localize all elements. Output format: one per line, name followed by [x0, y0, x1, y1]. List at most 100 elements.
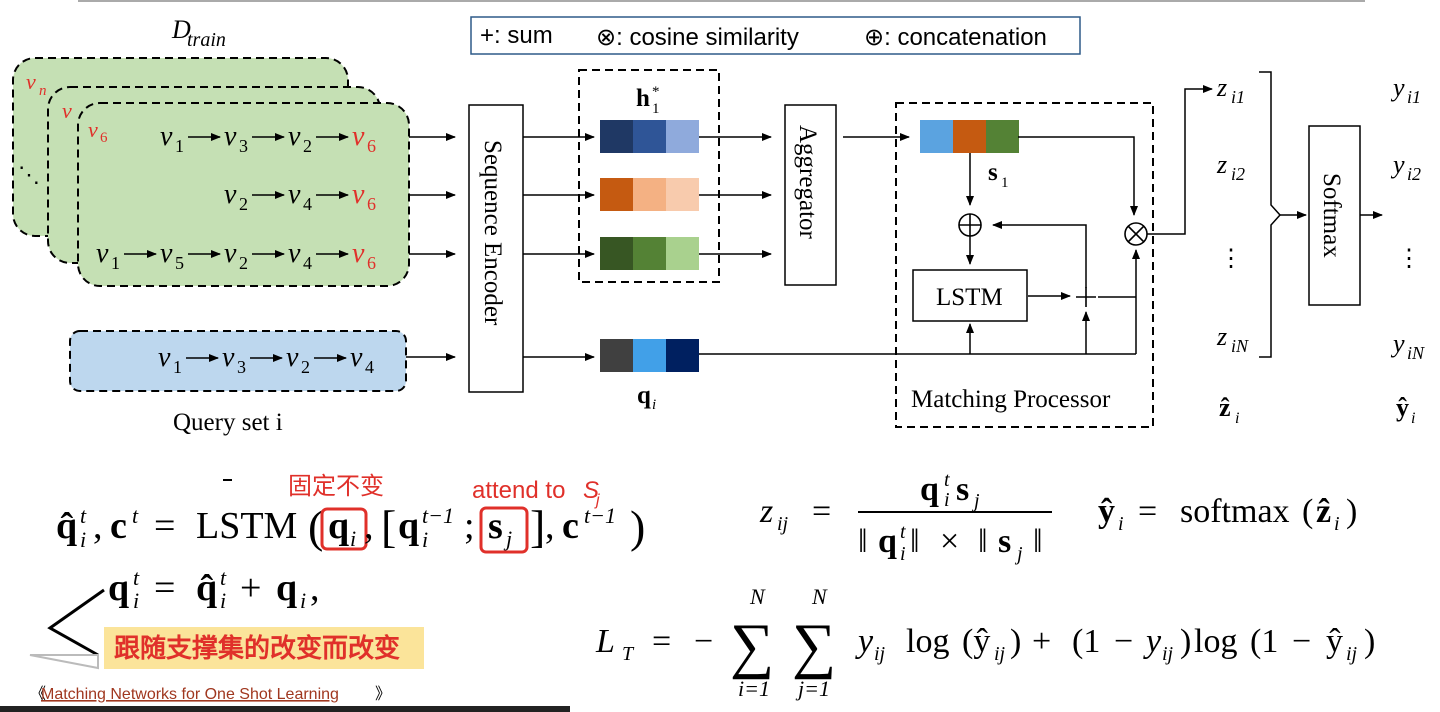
bottom-bar: [0, 706, 570, 712]
callout-pointer: [29, 588, 105, 670]
matching-processor-label: Matching Processor: [911, 386, 1111, 413]
y-vec-base: ŷ: [1396, 393, 1409, 422]
q-label: q i: [637, 382, 656, 413]
fixed-highlight-box: [320, 507, 368, 551]
svg-text:,: ,: [93, 505, 103, 547]
svg-text:ẑ: ẑ: [1316, 493, 1331, 530]
s1-vec-cell-2: [986, 120, 1019, 153]
svg-text:;: ;: [464, 505, 475, 547]
annotation-attend: attend to S j: [472, 477, 600, 509]
s1-vec-cell-0: [920, 120, 953, 153]
svg-text:ij: ij: [1346, 643, 1358, 665]
h1-base: h: [636, 85, 650, 112]
svg-text:t: t: [132, 503, 139, 528]
z-equation: z ij = q t i s j ‖ q t i ‖ × ‖ s j ‖: [759, 469, 1052, 565]
svg-text:ij: ij: [1162, 643, 1174, 665]
matching-processor-box: [895, 102, 1154, 428]
back-ellipsis: ⋱: [18, 162, 40, 187]
z-eq-lhs: z: [759, 493, 773, 530]
svg-text:v: v: [160, 238, 173, 269]
y-vdots: ⋮: [1397, 246, 1421, 272]
svg-text:v: v: [350, 342, 363, 373]
cos-to-z-arrow: [1147, 85, 1213, 235]
s1-vec-cell-1: [953, 120, 986, 153]
support-vec-3: [600, 237, 699, 270]
lstm-equation: q̂ t i , c t = LSTM ( q i , [ q t−1 i ; …: [56, 501, 645, 554]
support-vec-1-cell-2: [666, 120, 699, 153]
loss-equation: L T = − N ∑ i=1 N ∑ j=1 y ij log (ŷ ij )…: [595, 584, 1375, 701]
mid-tag-v: v: [62, 98, 72, 123]
svg-text:t−1: t−1: [422, 503, 454, 528]
svg-text:‖: ‖: [978, 523, 988, 560]
svg-text:t: t: [80, 503, 87, 528]
query-card: [69, 330, 407, 392]
svg-text:‖: ‖: [1033, 523, 1043, 560]
svg-text:‖: ‖: [858, 523, 868, 560]
dtrain-base: D: [171, 15, 191, 44]
attend-highlight-box: [479, 506, 529, 554]
aggregator: Aggregator: [784, 104, 837, 286]
query-vec-cell-1: [633, 339, 666, 372]
svg-text:+: +: [240, 567, 261, 609]
svg-text:∑: ∑: [730, 612, 774, 680]
vector-to-aggregator-arrows: [699, 133, 772, 258]
support-vec-3-cell-1: [633, 237, 666, 270]
svg-text:): ): [630, 501, 645, 552]
svg-text:iN: iN: [1407, 343, 1425, 363]
svg-text:=: =: [154, 567, 175, 609]
z-vec-base: ẑ: [1219, 393, 1231, 422]
query-vec-cell-2: [666, 339, 699, 372]
footer-link[interactable]: Matching Networks for One Shot Learning: [41, 686, 339, 703]
svg-text:i: i: [900, 543, 906, 565]
support-to-encoder-arrows: [409, 133, 456, 258]
sum1-bottom: i=1: [738, 676, 770, 701]
softmax-block: Softmax: [1308, 125, 1361, 306]
svg-text:iN: iN: [1231, 336, 1249, 356]
footer-left-bracket: 《: [30, 686, 46, 703]
svg-text:5: 5: [175, 253, 184, 273]
z-brace: [1259, 71, 1282, 358]
svg-text:j: j: [503, 526, 512, 551]
s1-base: s: [988, 159, 998, 186]
svg-text:t: t: [133, 565, 140, 590]
svg-text:v: v: [352, 238, 365, 269]
h1-sup: *: [652, 84, 660, 100]
svg-text:(: (: [308, 501, 323, 552]
svg-text:4: 4: [303, 253, 312, 273]
svg-text:[: [: [381, 501, 396, 552]
sequence-encoder-label: Sequence Encoder: [479, 140, 506, 326]
plus-feedback-arrow: [992, 221, 1087, 288]
svg-text:q̂: q̂: [196, 567, 217, 609]
eq1-lstm: LSTM: [196, 505, 297, 547]
legend-sum: +: sum: [480, 22, 553, 49]
svg-text:i: i: [1334, 513, 1340, 535]
svg-text:t−1: t−1: [584, 503, 616, 528]
plus-op: [1076, 287, 1096, 307]
z-eq-sub: ij: [777, 513, 789, 535]
svg-text:+: +: [1032, 623, 1051, 660]
z-vector-label: ẑ i: [1219, 393, 1239, 427]
svg-text:z: z: [1216, 322, 1227, 351]
svg-text:q: q: [328, 505, 349, 547]
svg-text:−: −: [1114, 623, 1133, 660]
svg-text:v: v: [288, 121, 301, 152]
svg-text:v: v: [96, 238, 109, 269]
svg-text:1: 1: [175, 136, 184, 156]
svg-text:v: v: [224, 121, 237, 152]
annotation-follow: 跟随支撑集的改变而改变: [114, 633, 400, 663]
